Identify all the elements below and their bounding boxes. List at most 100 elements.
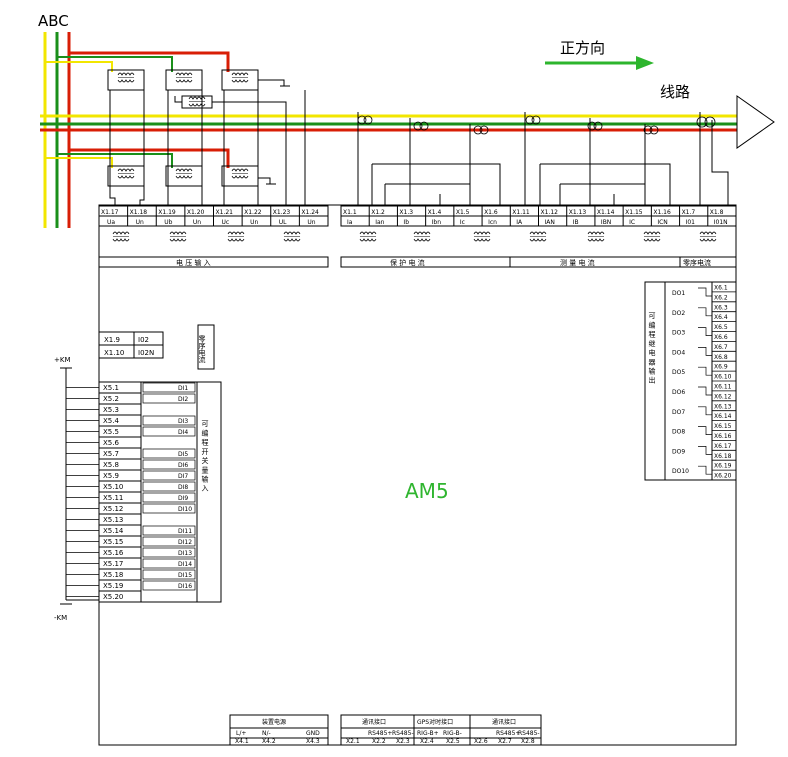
zero-seq-signal-2: I02N [138,349,154,357]
current-signal: Ib [403,219,409,226]
current-signal: Ian [375,219,384,226]
gps-term-1: X2.4 [420,738,434,745]
voltage-terminal: X1.21 [216,209,234,216]
current-terminal: X1.1 [343,209,357,216]
di-channel: DI11 [178,528,192,535]
di-terminal: X5.10 [103,483,123,491]
do-terminal: X6.15 [714,423,732,430]
current-terminal: X1.6 [484,209,498,216]
di-channel-box [142,448,196,459]
di-terminal: X5.3 [103,406,119,414]
comm2-col-1: RS485+ [496,730,520,737]
measure-current-label: 测 量 电 流 [560,258,595,267]
current-signal: Icn [488,219,497,226]
current-terminal: X1.16 [653,209,671,216]
di-channel-box [142,459,196,470]
di-channel-box [142,503,196,514]
do-terminal: X6.8 [714,354,728,361]
di-channel: DI1 [178,385,188,392]
gps-col-2: RIG-B- [443,730,462,737]
current-terminal: X1.12 [541,209,559,216]
voltage-signal: Un [307,219,315,226]
di-channel: DI15 [178,572,192,579]
di-channel-box [142,492,196,503]
current-terminal: X1.3 [399,209,413,216]
comm1-term-1: X2.1 [346,738,360,745]
static-wiring [40,32,775,746]
di-terminal: X5.17 [103,560,123,568]
do-terminal: X6.17 [714,443,732,450]
di-channel-box [142,426,196,437]
do-channel: DO6 [672,389,685,396]
voltage-signal: Ua [107,219,115,226]
comm2-title: 通讯接口 [492,718,516,726]
do-terminal: X6.9 [714,364,728,371]
do-terminal: X6.2 [714,294,728,301]
di-terminal: X5.1 [103,384,119,392]
di-channel: DI5 [178,451,188,458]
phase-label: ABC [38,12,69,30]
voltage-terminal: X1.18 [130,209,148,216]
power-term-1: X4.1 [235,738,249,745]
di-channel-box [142,580,196,591]
di-terminal: X5.18 [103,571,123,579]
do-channel: DO2 [672,310,685,317]
comm1-col-2: RS485- [392,730,414,737]
di-terminal: X5.4 [103,417,119,425]
di-terminal: X5.7 [103,450,119,458]
zero-seq-label: 零序电流 [198,335,206,364]
do-channel: DO8 [672,429,685,436]
di-terminal: X5.15 [103,538,123,546]
current-signal: Ibn [432,219,442,226]
di-terminal: X5.5 [103,428,119,436]
do-terminal: X6.19 [714,463,732,470]
do-terminal: X6.12 [714,393,732,400]
di-channel-box [142,415,196,426]
do-terminal: X6.20 [714,473,732,480]
comm1-term-2: X2.2 [372,738,386,745]
comm2-col-2: RS485- [518,730,540,737]
voltage-signal: Un [193,219,201,226]
current-terminal: X1.13 [569,209,587,216]
do-contact [698,366,712,376]
voltage-section-label: 电 压 输 入 [176,258,211,267]
do-channel: DO4 [672,349,685,356]
di-channel-box [142,393,196,404]
current-signal: IB [573,219,579,226]
di-channel: DI7 [178,473,188,480]
di-channel-box [142,569,196,580]
di-terminal: X5.13 [103,516,123,524]
voltage-signal: Ub [164,219,172,226]
power-term-2: X4.2 [262,738,276,745]
voltage-signal: Un [250,219,258,226]
di-terminal: X5.11 [103,494,123,502]
di-terminal: X5.12 [103,505,123,513]
voltage-terminal: X1.19 [158,209,176,216]
zero-seq-terminal-1: X1.9 [104,336,120,344]
di-channel: DI10 [178,506,192,513]
current-terminal: X1.8 [710,209,724,216]
current-terminal: X1.4 [428,209,442,216]
di-terminal: X5.20 [103,593,123,601]
zero-seq-terminal-2: X1.10 [104,349,124,357]
gps-title: GPS对时接口 [417,718,453,726]
gps-col-1: RIG-B+ [417,730,439,737]
do-contact [698,287,712,297]
voltage-terminal: X1.20 [187,209,205,216]
comm2-term-2: X2.7 [498,738,512,745]
zero-seq-signal-1: I02 [138,336,149,344]
line-label: 线路 [660,83,690,101]
dc-minus-label: -KM [54,614,67,622]
do-terminal: X6.10 [714,374,732,381]
voltage-terminal: X1.22 [244,209,262,216]
current-signal: ICN [657,219,667,226]
do-contact [698,307,712,317]
direction-arrow-head [636,56,654,70]
do-terminal: X6.13 [714,403,732,410]
comm2-term-1: X2.6 [474,738,488,745]
do-channel: DO7 [672,409,685,416]
do-terminal: X6.5 [714,324,728,331]
do-terminal: X6.3 [714,304,728,311]
do-terminal: X6.11 [714,384,732,391]
di-channel: DI8 [178,484,188,491]
